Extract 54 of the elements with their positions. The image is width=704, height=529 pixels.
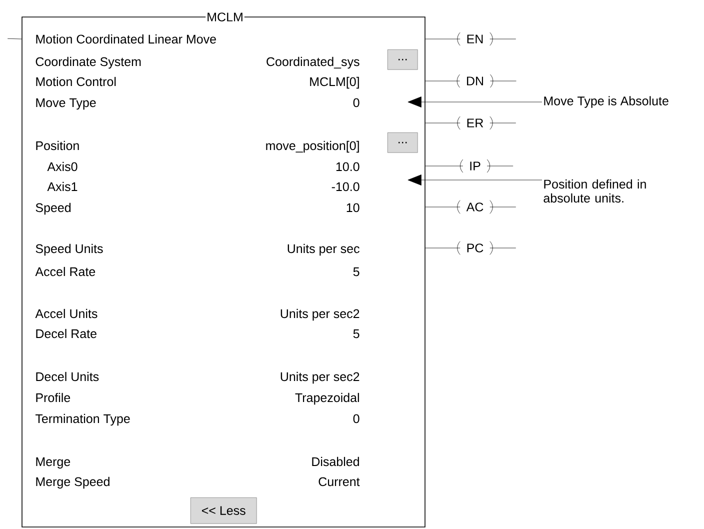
parameter-value: Disabled bbox=[312, 456, 359, 466]
parameter-name: Axis1 bbox=[47, 182, 78, 192]
parameter-value: 0 bbox=[353, 98, 360, 108]
parameter-value: 0 bbox=[353, 414, 360, 424]
parameter-name: Decel Units bbox=[36, 372, 99, 382]
parameter-value: Trapezoidal bbox=[295, 392, 359, 405]
parameter-value: Units per sec2 bbox=[280, 308, 360, 321]
parameter-name: Merge bbox=[36, 457, 70, 469]
rung-line bbox=[425, 122, 460, 124]
parameter-name: Merge Speed bbox=[36, 476, 110, 489]
parameter-value: move_position[0] bbox=[266, 140, 359, 153]
note-text: Move Type is Absolute bbox=[544, 96, 668, 108]
parameter-value: -10.0 bbox=[332, 182, 360, 192]
button: ... bbox=[387, 49, 418, 70]
output-line bbox=[490, 38, 516, 40]
input-line bbox=[7, 38, 22, 40]
parameter-value: 5 bbox=[353, 329, 360, 338]
parameter-value: MCLM[0] bbox=[310, 76, 359, 89]
parameter-name: Accel Rate bbox=[35, 266, 96, 276]
parameter-value: 10.0 bbox=[336, 162, 360, 172]
parameter-name: Profile bbox=[36, 392, 70, 402]
parameter-name: Speed bbox=[36, 202, 71, 215]
output-coil: EN bbox=[457, 32, 493, 46]
output-coil: DN bbox=[456, 74, 494, 88]
parameter-name: Accel Units bbox=[35, 308, 98, 318]
parameter-value: Units per sec2 bbox=[280, 372, 360, 384]
parameter-value: Units per sec bbox=[288, 244, 360, 256]
parameter-value: Current bbox=[318, 477, 360, 486]
parameter-name: Move Type bbox=[36, 98, 96, 110]
rung-line bbox=[425, 38, 460, 40]
note-text: Position defined in absolute units. bbox=[544, 179, 646, 203]
output-coil: PC bbox=[457, 241, 493, 255]
output-line bbox=[490, 122, 516, 124]
parameter-name: Termination Type bbox=[36, 414, 130, 426]
rung-line bbox=[425, 80, 460, 82]
output-coil: AC bbox=[457, 200, 493, 214]
output-coil: ER bbox=[457, 116, 493, 130]
parameter-value: 10 bbox=[346, 203, 360, 212]
parameter-name: Position bbox=[36, 140, 79, 150]
parameter-value: Coordinated_sys bbox=[266, 56, 360, 69]
parameter-name: Axis0 bbox=[47, 162, 78, 172]
output-line bbox=[490, 80, 516, 82]
parameter-name: Decel Rate bbox=[36, 328, 96, 338]
button: ... bbox=[387, 132, 418, 153]
parameter-value: 5 bbox=[353, 267, 360, 276]
button: << Less bbox=[190, 497, 257, 524]
leader-arrow bbox=[408, 174, 542, 186]
parameter-name: Coordinate System bbox=[36, 56, 141, 69]
output-line bbox=[490, 206, 516, 208]
output-coil: IP bbox=[460, 159, 490, 173]
rung-line bbox=[425, 206, 460, 208]
leader-arrow bbox=[408, 96, 542, 108]
parameter-name: Speed Units bbox=[36, 244, 103, 256]
parameter-name: Motion Control bbox=[36, 76, 116, 86]
